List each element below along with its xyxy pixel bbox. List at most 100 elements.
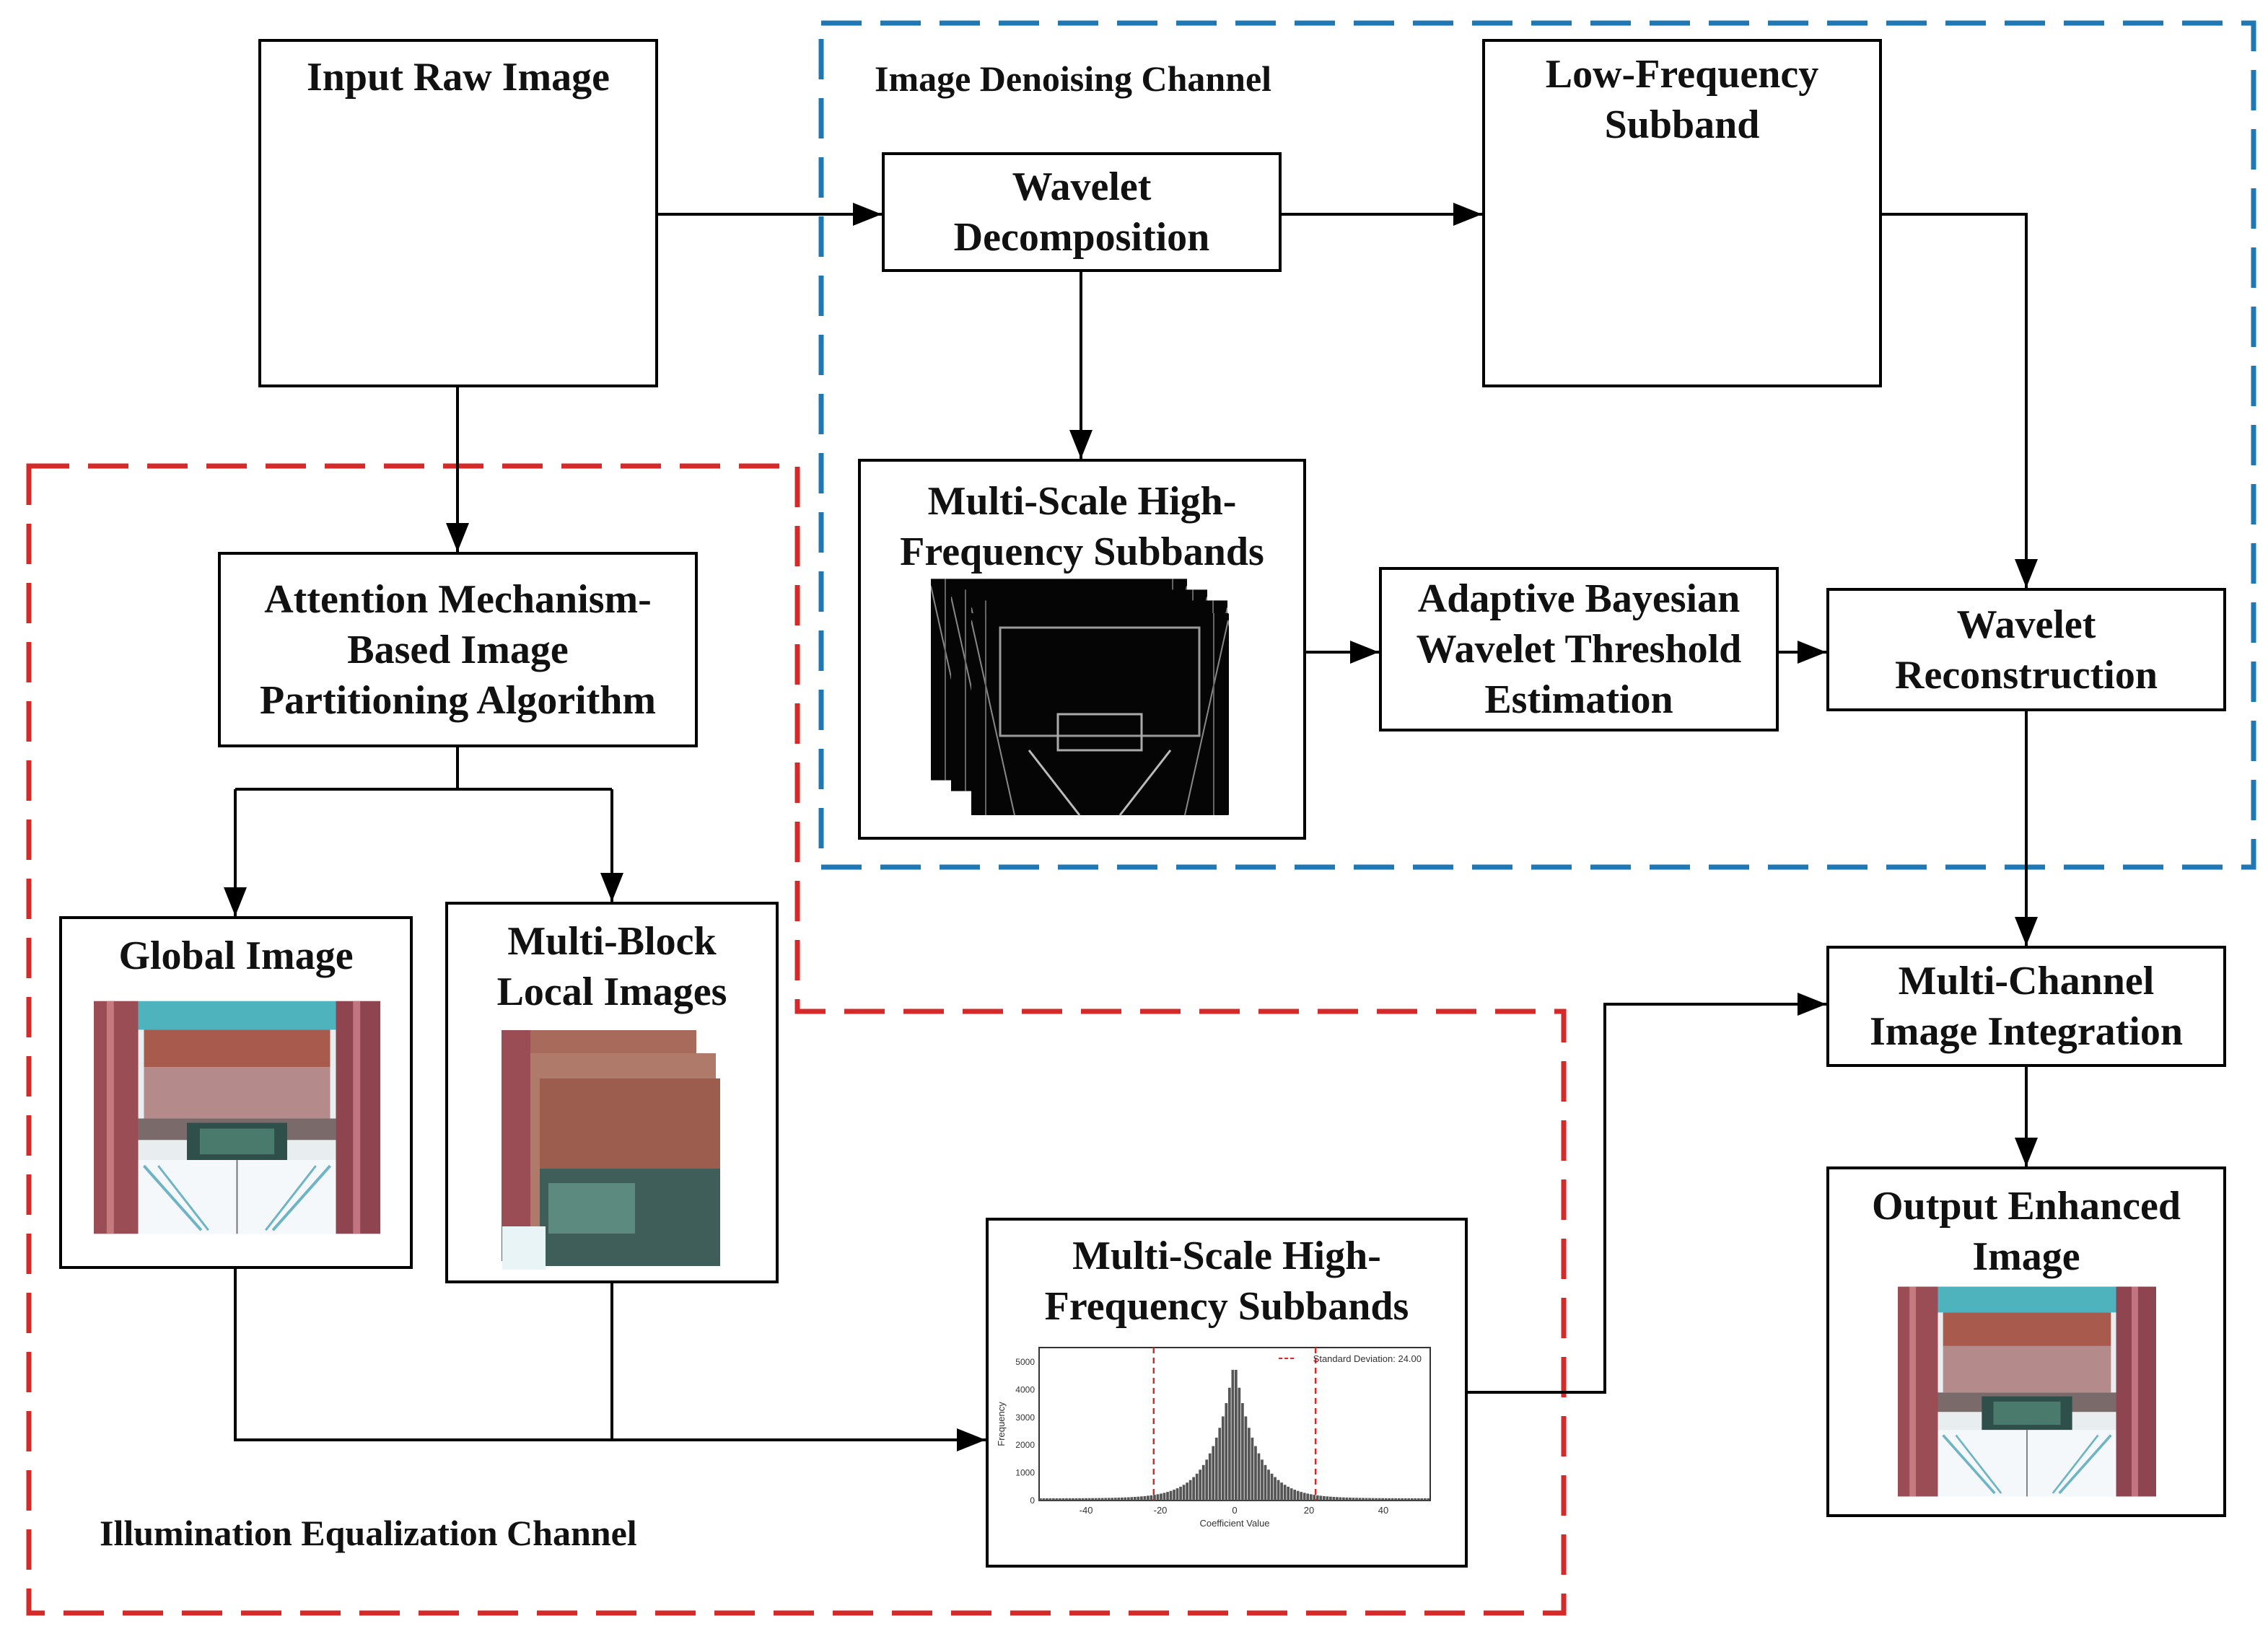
histogram-bar <box>1362 1498 1365 1500</box>
histogram-bar <box>1306 1493 1310 1500</box>
histogram-subbands-label-2: Frequency Subbands <box>1044 1284 1409 1329</box>
histogram-bar <box>1407 1498 1411 1500</box>
histogram-bar <box>1410 1498 1414 1500</box>
histogram-bar <box>1322 1495 1326 1500</box>
illumination-channel-title: Illumination Equalization Channel <box>100 1513 637 1553</box>
wavelet-decomposition-node: Wavelet Decomposition <box>882 152 1282 272</box>
high-frequency-subbands-node: Multi-Scale High- Frequency Subbands <box>858 459 1306 840</box>
histogram-bar <box>1055 1498 1059 1500</box>
adaptive-bayesian-label-1: Adaptive Bayesian <box>1417 576 1741 621</box>
edge-lowfreq-to-reconstruction <box>1882 213 2038 588</box>
output-enhanced-image-label-1: Output Enhanced <box>1872 1184 2181 1229</box>
histogram-y-tick: 5000 <box>1015 1357 1035 1367</box>
histogram-bar <box>1336 1497 1339 1500</box>
output-enhanced-image-label-2: Image <box>1972 1234 2080 1279</box>
histogram-bar <box>1163 1493 1166 1500</box>
histogram-bar <box>1352 1498 1355 1500</box>
histogram-y-tick: 3000 <box>1015 1412 1035 1423</box>
input-raw-image-node: Input Raw Image <box>258 39 658 387</box>
histogram-bar <box>1188 1480 1192 1500</box>
multi-block-local-node: Multi-Block Local Images <box>445 902 779 1283</box>
histogram-bar <box>1147 1495 1150 1500</box>
attention-partitioning-node: Attention Mechanism- Based Image Partiti… <box>218 552 698 747</box>
histogram-legend: Standard Deviation: 24.00 <box>1313 1353 1422 1364</box>
histogram-bar <box>1140 1496 1143 1500</box>
histogram-bar <box>1085 1498 1087 1500</box>
histogram-bar <box>1150 1495 1153 1500</box>
histogram-bar <box>1397 1498 1401 1500</box>
histogram-bar <box>1388 1498 1391 1500</box>
multi-block-local-label-2: Local Images <box>496 970 727 1014</box>
adaptive-bayesian-label-2: Wavelet Threshold <box>1416 627 1742 672</box>
histogram-y-tick: 1000 <box>1015 1468 1035 1478</box>
histogram-bar <box>1283 1485 1287 1500</box>
histogram-bar <box>1261 1459 1264 1500</box>
histogram-bar <box>1039 1498 1042 1500</box>
histogram-bar <box>1100 1498 1104 1500</box>
histogram-bar <box>1111 1498 1114 1500</box>
histogram-bar <box>1091 1498 1094 1500</box>
high-frequency-subbands-label-1: Multi-Scale High- <box>927 479 1237 524</box>
denoising-channel-boundary <box>818 20 2256 870</box>
histogram-bar <box>1417 1498 1420 1500</box>
histogram-bar <box>1296 1490 1300 1500</box>
histogram-bar <box>1238 1387 1241 1500</box>
edge-attention-split <box>235 747 612 791</box>
histogram-bar <box>1375 1498 1378 1500</box>
histogram-bar <box>1124 1497 1127 1500</box>
histogram-bar <box>1264 1464 1267 1500</box>
illumination-channel-boundary <box>26 463 1567 1616</box>
histogram-subbands-node: Multi-Scale High- Frequency Subbands <box>986 1218 1468 1568</box>
histogram-bar <box>1156 1494 1160 1500</box>
histogram-bar <box>1107 1498 1111 1500</box>
histogram-bar <box>1113 1498 1117 1500</box>
histogram-x-tick: 20 <box>1304 1505 1314 1516</box>
histogram-bar <box>1420 1498 1424 1500</box>
histogram-bar <box>1205 1459 1209 1500</box>
wavelet-reconstruction-label-2: Reconstruction <box>1895 652 2158 698</box>
multi-channel-integration-label-1: Multi-Channel <box>1898 959 2155 1003</box>
histogram-bar <box>1371 1498 1375 1500</box>
histogram-bar <box>1208 1453 1212 1500</box>
histogram-bar <box>1179 1486 1182 1500</box>
wavelet-reconstruction-node: Wavelet Reconstruction <box>1826 588 2226 711</box>
multi-channel-integration-node: Multi-Channel Image Integration <box>1826 946 2226 1067</box>
histogram-bar <box>1182 1485 1186 1500</box>
histogram-bar <box>1391 1498 1394 1500</box>
histogram-bar <box>1381 1498 1384 1500</box>
multi-channel-integration-label-2: Image Integration <box>1870 1009 2183 1054</box>
denoising-channel-title: Image Denoising Channel <box>875 58 1272 99</box>
histogram-bar <box>1368 1498 1371 1500</box>
adaptive-bayesian-node: Adaptive Bayesian Wavelet Threshold Esti… <box>1379 567 1779 731</box>
histogram-bar <box>1248 1428 1251 1500</box>
histogram-y-tick: 2000 <box>1015 1440 1035 1450</box>
histogram-bar <box>1394 1498 1398 1500</box>
attention-partitioning-label-2: Based Image <box>347 627 569 672</box>
histogram-bar <box>1342 1497 1345 1500</box>
histogram-bar <box>1365 1498 1368 1500</box>
histogram-bar <box>1280 1482 1283 1500</box>
histogram-bar <box>1241 1403 1244 1500</box>
histogram-bar <box>1061 1498 1065 1500</box>
histogram-bar <box>1173 1490 1175 1500</box>
histogram-bar <box>1065 1498 1068 1500</box>
histogram-bar <box>1048 1498 1052 1500</box>
histogram-bar <box>1117 1498 1121 1500</box>
histogram-bar <box>1042 1498 1046 1500</box>
histogram-bar <box>1319 1495 1323 1500</box>
histogram-x-tick: 0 <box>1232 1505 1237 1516</box>
histogram-bar <box>1104 1498 1108 1500</box>
histogram-bar <box>1309 1494 1313 1500</box>
histogram-bar <box>1052 1498 1055 1500</box>
histogram-bar <box>1355 1498 1358 1500</box>
histogram-bar <box>1244 1416 1248 1500</box>
histogram-bar <box>1254 1446 1257 1500</box>
input-raw-image-label: Input Raw Image <box>306 55 610 100</box>
histogram-bar <box>1046 1498 1048 1500</box>
histogram-y-tick: 4000 <box>1015 1384 1035 1394</box>
low-frequency-subband-node: Low-Frequency Subband <box>1482 39 1882 387</box>
histogram-bar <box>1072 1498 1074 1500</box>
output-enhanced-image-node: Output Enhanced Image <box>1826 1166 2226 1517</box>
histogram-bar <box>1221 1416 1225 1500</box>
